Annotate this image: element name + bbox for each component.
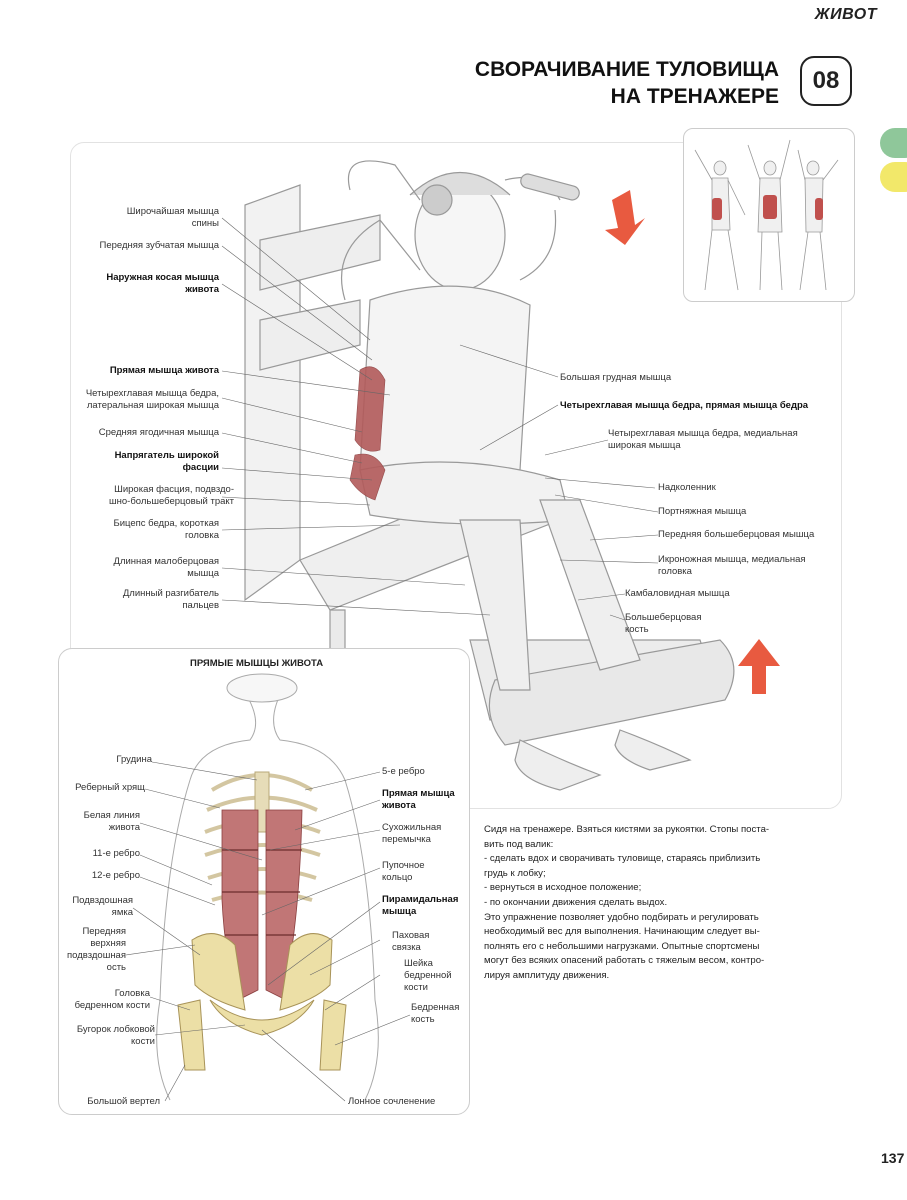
section-title: ЖИВОТ	[814, 6, 877, 23]
label-rectus-femoris: Четырехглавая мышца бедра, прямая мышца …	[560, 400, 809, 411]
label-11th-rib: 11-е ребро	[92, 848, 140, 859]
label-iliotibial-tract: Широкая фасция, подвздо-шно-большеберцов…	[109, 484, 234, 507]
label-5th-rib: 5-е ребро	[382, 766, 425, 777]
label-greater-trochanter: Большой вертел	[87, 1096, 160, 1107]
exercise-number-badge: 08	[800, 56, 852, 106]
page-title-line2: НА ТРЕНАЖЕРЕ	[610, 85, 779, 108]
label-gluteus-medius: Средняя ягодичная мышца	[98, 427, 219, 438]
tab-marker-green	[880, 128, 907, 158]
label-serratus: Передняя зубчатая мышца	[99, 240, 219, 251]
label-12th-rib: 12-е ребро	[91, 870, 140, 881]
page-number: 137	[881, 1150, 905, 1166]
label-patella: Надколенник	[658, 482, 716, 493]
abs-panel-title: ПРЯМЫЕ МЫШЦЫ ЖИВОТА	[190, 658, 324, 669]
label-tibialis-anterior: Передняя большеберцовая мышца	[658, 529, 815, 540]
label-sternum: Грудина	[116, 754, 152, 765]
page-title: СВОРАЧИВАНИЕ ТУЛОВИЩА НА ТРЕНАЖЕРЕ	[475, 56, 779, 110]
label-soleus: Камбаловидная мышца	[625, 588, 730, 599]
page-title-line1: СВОРАЧИВАНИЕ ТУЛОВИЩА	[474, 58, 779, 81]
rectus-abdominis-panel	[58, 648, 470, 1115]
exercise-description: Сидя на тренажере. Взяться кистями за ру…	[484, 824, 770, 981]
label-pectoralis-major: Большая грудная мышца	[560, 372, 672, 383]
label-sartorius: Портняжная мышца	[658, 506, 747, 517]
label-rectus-abdominis: Прямая мышца живота	[109, 365, 219, 376]
label-costal-cartilage: Реберный хрящ	[75, 782, 145, 793]
label-vastus-lateralis: Четырехглавая мышца бедра,латеральная ши…	[85, 388, 219, 411]
label-pubic-symphysis: Лонное сочленение	[348, 1096, 436, 1107]
tab-marker-yellow	[880, 162, 907, 192]
